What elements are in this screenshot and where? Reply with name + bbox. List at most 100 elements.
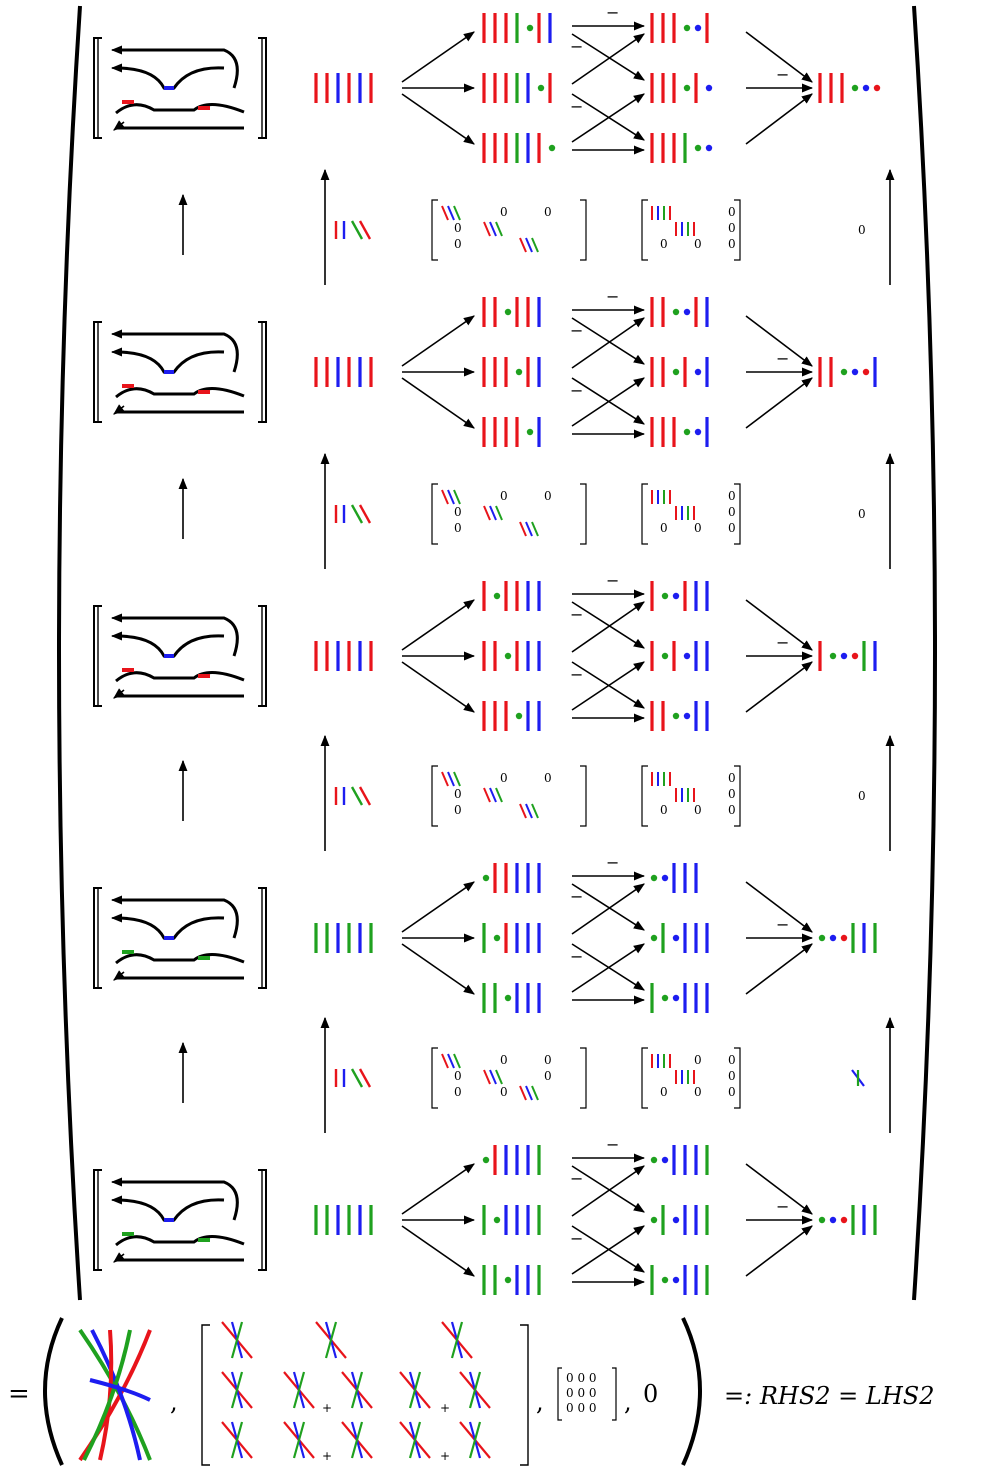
strand-dot <box>862 368 870 376</box>
matrix-braid-strand <box>519 237 527 253</box>
matrix-entry: 0 <box>454 521 462 535</box>
matrix-entry: 0 <box>660 237 668 251</box>
strand-dot <box>482 1156 490 1164</box>
top-word <box>482 13 552 43</box>
knot-arrowhead <box>113 120 125 131</box>
strand-dot <box>818 934 826 942</box>
col2-top-word <box>650 863 698 893</box>
knot-strand <box>115 103 245 115</box>
braid-symbol <box>334 504 372 524</box>
right-big-paren <box>912 5 937 1301</box>
target-word <box>818 73 881 103</box>
braid-strand <box>468 1421 482 1459</box>
arrow <box>571 93 645 143</box>
matrix-entry: 0 <box>728 205 736 219</box>
braid-symbol <box>334 220 372 240</box>
minus-label: − <box>776 349 789 368</box>
matrix-entry: 0 <box>544 771 552 785</box>
matrix-bracket <box>431 483 438 545</box>
matrix-braid-strand <box>531 1085 539 1101</box>
braid-strand <box>350 786 364 806</box>
matrix-bracket <box>580 765 587 827</box>
arrow <box>571 33 645 85</box>
strand-dot <box>661 1276 669 1284</box>
plus-sign: + <box>322 1449 332 1463</box>
bottom-comma-3: , <box>624 1388 632 1416</box>
top-word <box>482 297 541 327</box>
knot-arrowhead <box>113 688 125 699</box>
braid-strand <box>408 1421 422 1459</box>
matrix-braid-strand <box>453 205 461 221</box>
knot-strand <box>115 916 225 940</box>
strand-dot <box>862 84 870 92</box>
arrow <box>571 1225 645 1275</box>
arrow <box>571 1225 645 1273</box>
matrix-entry: 0 <box>728 1053 736 1067</box>
plus-sign: + <box>440 1401 450 1415</box>
minus-label: − <box>776 65 789 84</box>
matrix-braid-strand <box>489 221 497 237</box>
strand-dot <box>694 144 702 152</box>
knot-strand <box>115 953 245 965</box>
matrix-bracket <box>431 765 438 827</box>
matrix-entry: 0 <box>454 1085 462 1099</box>
matrix-entry: 0 <box>728 221 736 235</box>
strand-dot <box>482 874 490 882</box>
matrix-braid-strand <box>441 771 449 787</box>
braid-strand <box>350 1371 364 1409</box>
col2-top-word <box>650 581 709 611</box>
source-word <box>314 1205 373 1235</box>
strand-dot <box>661 874 669 882</box>
matrix-braid-strand <box>489 505 497 521</box>
strand-dot <box>504 652 512 660</box>
matrix-entry: 0 <box>728 1085 736 1099</box>
strand-dot <box>537 84 545 92</box>
matrix-bracket <box>641 483 648 545</box>
strand-dot <box>672 934 680 942</box>
strand-dot <box>515 712 523 720</box>
matrix-braid-strand <box>495 1069 503 1085</box>
knot-arrowhead <box>113 970 125 981</box>
arrow <box>571 943 645 993</box>
knot-strand <box>116 332 239 373</box>
braid-strand <box>230 1421 244 1459</box>
matrix-braid-strand <box>525 803 533 819</box>
bottom-equals: = <box>8 1379 30 1409</box>
braid-strand <box>230 1371 244 1409</box>
braid-strand <box>358 504 372 524</box>
bottom-final-zero: 0 <box>643 1380 658 1408</box>
target-map-label: 0 <box>858 507 866 521</box>
strand-dot <box>548 144 556 152</box>
strand-dot <box>694 24 702 32</box>
zero-matrix-row: 0 0 0 <box>566 1371 597 1385</box>
arrow <box>745 377 813 429</box>
knot-diagram <box>110 1177 245 1263</box>
knot-diagram <box>110 45 245 131</box>
knot-strand <box>116 616 239 657</box>
arrow <box>401 1225 475 1277</box>
matrix-braid-strand <box>519 803 527 819</box>
braid-strand <box>408 1371 422 1409</box>
arrow <box>401 943 475 995</box>
matrix-bracket <box>734 1047 741 1109</box>
knot-strand <box>115 634 225 658</box>
knot-diagram <box>110 613 245 699</box>
matrix-entry: 0 <box>694 1085 702 1099</box>
matrix-entry: 0 <box>454 1069 462 1083</box>
matrix-entry: 0 <box>500 1053 508 1067</box>
col2-bot-word <box>650 133 713 163</box>
matrix-braid-strand <box>489 1069 497 1085</box>
strand-dot <box>683 712 691 720</box>
minus-label: − <box>570 97 583 116</box>
arrow <box>571 943 645 991</box>
matrix-entry: 0 <box>694 521 702 535</box>
matrix-braid-strand <box>453 771 461 787</box>
matrix-entry: 0 <box>728 1069 736 1083</box>
matrix-entry: 0 <box>728 771 736 785</box>
knot-strand <box>116 898 239 939</box>
